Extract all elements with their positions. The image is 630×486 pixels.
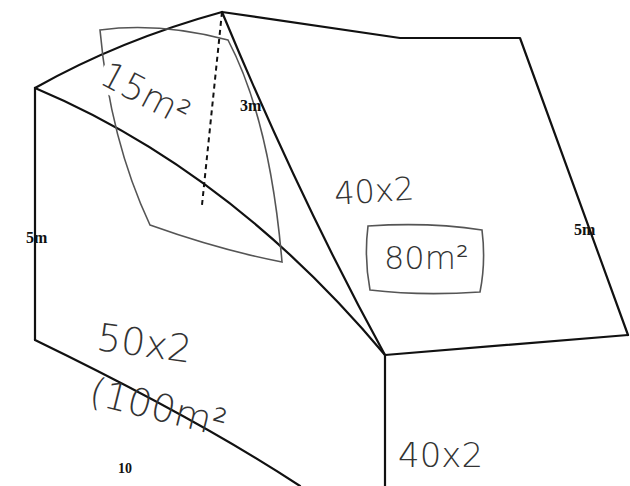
- left-edge: [34, 88, 36, 340]
- ridge-bottom-edge: [385, 335, 628, 355]
- dimension-label: 5m: [574, 222, 595, 238]
- dimension-label: 3m: [240, 98, 261, 114]
- dimension-label: 5m: [26, 230, 47, 246]
- front-top-edge: [35, 88, 385, 355]
- area-note: (100m²: [86, 372, 231, 443]
- front-corner-edge: [384, 355, 386, 486]
- area-note: 40x2: [398, 438, 483, 472]
- area-note: 40x2: [333, 172, 415, 210]
- height-line: [202, 12, 222, 205]
- area-note: 50x2: [95, 318, 194, 369]
- hand-box: [100, 28, 282, 262]
- hand-box: [366, 225, 483, 294]
- right-roof-edge: [222, 12, 628, 335]
- area-note: 80m²: [384, 242, 469, 274]
- dimension-label: 10: [118, 462, 132, 476]
- area-note: 15m²: [93, 55, 198, 133]
